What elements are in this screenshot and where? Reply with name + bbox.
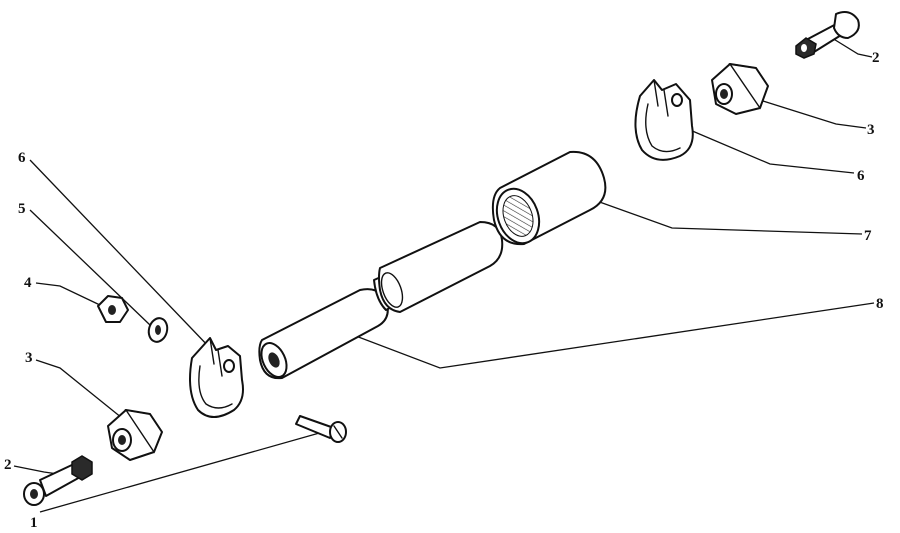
callout-5: 5 [18, 201, 26, 217]
hex-nut-part-3-right [711, 63, 769, 115]
callout-3-right: 3 [867, 122, 875, 138]
leader-8 [339, 302, 875, 369]
leader-6-right [689, 129, 855, 174]
clamp-part-6-left [189, 337, 244, 418]
callout-7: 7 [864, 228, 872, 244]
callout-6-left: 6 [18, 150, 26, 166]
clamp-part-6-right [634, 79, 694, 161]
leader-5 [29, 209, 151, 326]
small-nut-part-4 [97, 295, 129, 323]
leader-3-right [759, 99, 867, 129]
bolt-part-2-right [795, 11, 860, 59]
leader-7 [593, 199, 863, 235]
bolt-part-2-left [23, 455, 93, 506]
sleeve-part-7 [491, 150, 607, 246]
hex-nut-part-3-left [107, 409, 163, 461]
callout-labels: 1 2 2 3 3 4 5 6 6 7 8 [4, 50, 884, 531]
callout-1: 1 [30, 515, 38, 531]
callout-3-left: 3 [25, 350, 33, 366]
leader-6-left [29, 159, 213, 351]
callout-2-right: 2 [872, 50, 880, 66]
callout-2-left: 2 [4, 457, 12, 473]
callout-6-right: 6 [857, 168, 865, 184]
leader-2-right [831, 37, 873, 58]
leader-4 [35, 282, 103, 307]
screw-part-1 [295, 415, 347, 443]
leader-3-left [35, 359, 123, 419]
leader-lines [13, 37, 875, 513]
tube-part-8 [258, 221, 504, 380]
callout-8: 8 [876, 296, 884, 312]
leader-1 [39, 429, 331, 513]
callout-4: 4 [24, 275, 32, 291]
washer-part-5 [147, 317, 169, 343]
leader-2-left [13, 465, 59, 475]
